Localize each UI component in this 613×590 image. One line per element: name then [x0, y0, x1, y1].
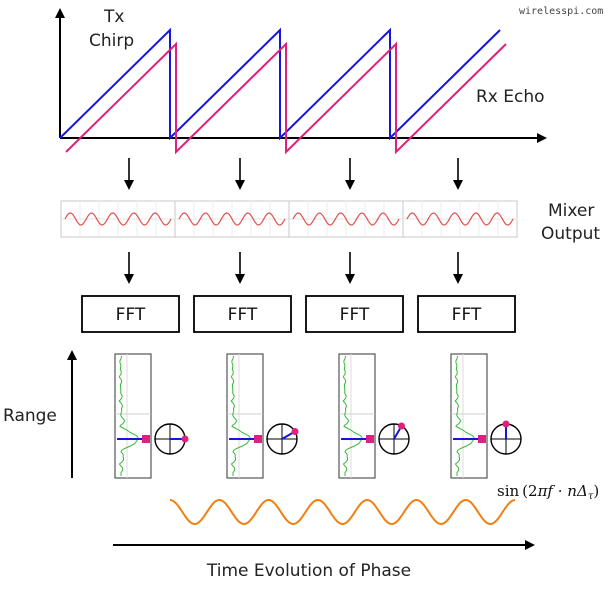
- tx-chirp-label-line1: Tx: [103, 7, 124, 27]
- spectrum-trace: [342, 355, 363, 477]
- phase-evolution-wave: [169, 498, 516, 526]
- mixer-segment: [288, 200, 404, 238]
- spectrum-trace: [118, 355, 139, 477]
- tx-chirp-label-line2: Chirp: [89, 31, 134, 51]
- spectrum-frame: [226, 353, 264, 479]
- rx-echo-line: [65, 41, 507, 155]
- spectrum-peak-marker: [254, 435, 262, 443]
- fft-label: FFT: [228, 305, 258, 325]
- fft-label: FFT: [452, 305, 482, 325]
- fft-block: FFT: [81, 295, 180, 333]
- spectrum-frame: [338, 353, 376, 479]
- spectrum-frame: [450, 353, 488, 479]
- spectrum-frame: [114, 353, 152, 479]
- phasor-tip: [502, 420, 510, 428]
- phasor: [154, 423, 189, 455]
- fft-label: FFT: [116, 305, 146, 325]
- tx-chirp-line: [59, 27, 501, 141]
- phasor: [266, 423, 299, 455]
- mixer-output-strip: [60, 200, 518, 238]
- watermark-text: wirelesspi.com: [519, 6, 603, 17]
- fft-block: FFT: [193, 295, 292, 333]
- spectrum-trace: [230, 355, 251, 477]
- chirp-to-mixer-arrows: [124, 158, 463, 190]
- fft-block: FFT: [305, 295, 404, 333]
- mixer-sine-wave: [178, 212, 286, 226]
- mixer-sine-wave: [64, 212, 172, 226]
- spectrum-peak-marker: [142, 435, 150, 443]
- range-spectrum-panel: [338, 353, 376, 479]
- mixer-label-line1: Mixer: [548, 201, 594, 221]
- spectrum-peak-marker: [478, 435, 486, 443]
- phasor: [378, 422, 410, 455]
- time-axis-label: Time Evolution of Phase: [206, 561, 411, 581]
- mixer-to-fft-arrows: [124, 252, 463, 284]
- phase-formula: sin(2πf · nΔτ): [497, 482, 599, 502]
- mixer-sine-wave: [406, 212, 514, 226]
- range-label: Range: [3, 406, 57, 426]
- phasor-tip: [181, 435, 189, 443]
- mixer-segment: [174, 200, 290, 238]
- mixer-sine-wave: [292, 212, 400, 226]
- spectrum-peak-marker: [366, 435, 374, 443]
- mixer-label-line2: Output: [541, 224, 600, 244]
- rx-echo-label: Rx Echo: [476, 87, 545, 107]
- range-spectrum-panel: [114, 353, 152, 479]
- phasor-tip: [291, 428, 299, 435]
- phasor: [490, 420, 522, 455]
- range-spectrum-panel: [226, 353, 264, 479]
- phasor-tip: [398, 422, 405, 430]
- range-spectrum-panel: [450, 353, 488, 479]
- fft-block: FFT: [417, 295, 516, 333]
- range-spectra: [114, 353, 522, 479]
- mixer-segment: [60, 200, 176, 238]
- spectrum-trace: [454, 355, 475, 477]
- mixer-segment: [402, 200, 518, 238]
- fft-label: FFT: [340, 305, 370, 325]
